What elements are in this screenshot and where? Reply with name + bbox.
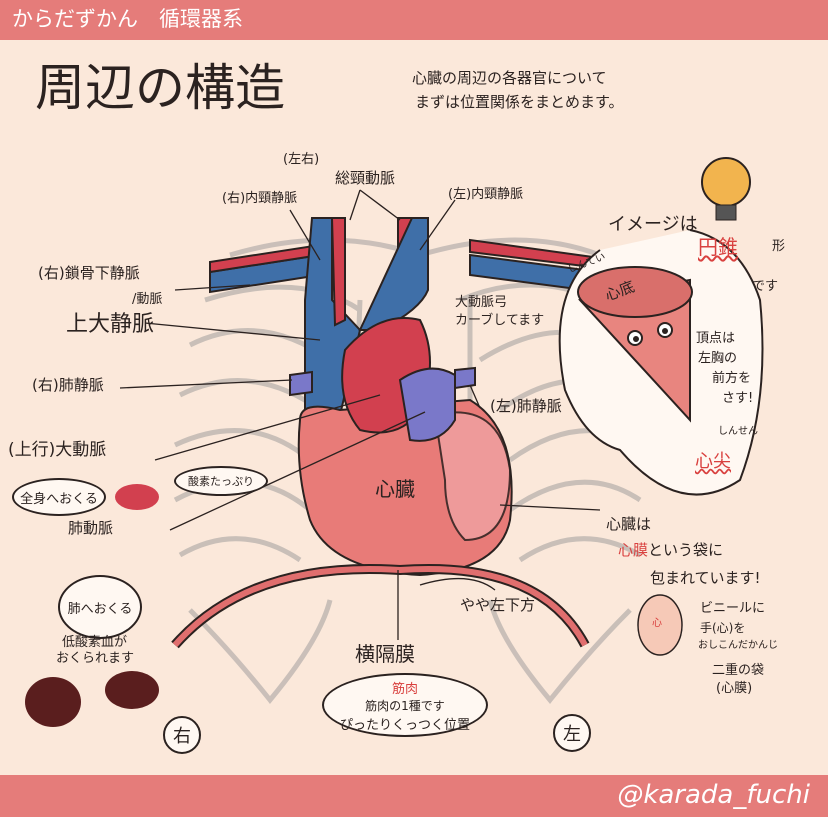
pericardium-line-1: 心臓は <box>606 515 652 533</box>
label-lower-left: やや左下方 <box>460 596 536 614</box>
mascots <box>25 484 683 727</box>
pericardium-line-2: 心膜という袋に <box>618 541 724 559</box>
right-marker: 右 <box>163 716 201 754</box>
cone-image-is: イメージは <box>608 214 698 235</box>
bubble-oxygen-rich: 酸素たっぷり <box>174 466 268 496</box>
label-common-carotid: 総頸動脈 <box>335 169 396 187</box>
leader-lines <box>119 189 601 640</box>
lightbulb-icon <box>701 157 751 221</box>
apex-note-4: さす! <box>722 391 754 406</box>
cone-term: 円錐 <box>698 235 738 259</box>
to-lungs-text: 肺へおくる <box>67 601 133 617</box>
cone-apex: 心尖 <box>695 451 731 472</box>
double-bag-line-1: 二重の袋 <box>712 663 765 678</box>
to-body-text: 全身へおくる <box>20 491 98 507</box>
label-l-pulmonary-vein: (左)肺静脈 <box>490 397 562 415</box>
apex-note-1: 頂点は <box>696 331 736 346</box>
label-ascending-aorta: (上行)大動脈 <box>8 440 107 460</box>
label-r-subclavian-vein: (右)鎖骨下静脈 <box>38 264 140 282</box>
header-title: からだずかん 循環器系 <box>12 7 243 31</box>
heart <box>297 317 513 577</box>
muscle-highlight: 筋肉 <box>391 681 418 697</box>
subtitle-line-1: 心臓の周辺の各器官について <box>412 69 607 87</box>
header-band <box>0 0 828 40</box>
diaphragm-note-line-1: 筋肉 <box>392 678 418 697</box>
cone-shape: 形 <box>772 239 786 254</box>
label-r-subclavian-artery: /動脈 <box>132 292 163 307</box>
pericardium-analogy-inner: 心 <box>652 618 662 629</box>
label-svc: 上大静脈 <box>66 312 155 337</box>
apex-note-2: 左胸の <box>698 351 738 366</box>
oxygen-rich-text: 酸素たっぷり <box>188 475 254 488</box>
pericardium-line-3: 包まれています! <box>650 569 761 587</box>
label-heart: 心臓 <box>375 477 415 501</box>
left-marker: 左 <box>553 714 591 752</box>
bubble-diaphragm-note: 筋肉 筋肉の1種です ぴったりくっつく位置 <box>322 673 488 737</box>
cone-desu: です <box>752 279 779 294</box>
low-oxygen-line-1: 低酸素血が <box>62 635 128 650</box>
page-title: 周辺の構造 <box>35 59 285 117</box>
label-r-internal-jugular: (右)内頸静脈 <box>222 191 298 206</box>
double-bag-line-2: (心膜) <box>716 681 753 696</box>
author-handle: @karada_fuchi <box>617 780 810 810</box>
analogy-line-2: 手(心)を <box>700 621 746 635</box>
analogy-line-3: おしこんだかんじ <box>698 640 778 651</box>
low-oxygen-line-2: おくられます <box>56 651 135 666</box>
cone-bubble <box>558 229 764 496</box>
apex-note-3: 前方を <box>712 371 752 386</box>
bubble-to-lungs: 肺へおくる <box>58 575 142 639</box>
label-l-internal-jugular: (左)内頸静脈 <box>448 187 524 202</box>
footer-band <box>0 775 828 817</box>
label-diaphragm: 横隔膜 <box>355 642 415 666</box>
analogy-line-1: ビニールに <box>700 601 766 616</box>
label-aortic-arch-note: カーブしてます <box>455 313 545 328</box>
label-r-pulmonary-vein: (右)肺静脈 <box>32 376 104 394</box>
pericardium-term: 心膜 <box>618 541 649 559</box>
label-aortic-arch: 大動脈弓 <box>455 295 508 310</box>
subtitle-line-2: まずは位置関係をまとめます。 <box>415 93 624 111</box>
bubble-to-body: 全身へおくる <box>12 478 106 516</box>
pericardium-line-2-text: という袋に <box>648 541 724 559</box>
label-pulmonary-artery: 肺動脈 <box>68 519 114 537</box>
diaphragm-note-line-2: ぴったりくっつく位置 <box>339 717 470 733</box>
label-left-right: (左右) <box>283 152 320 167</box>
cone-apex-reading: しんせん <box>718 426 758 437</box>
diaphragm-note-line-1-full: 筋肉の1種です <box>365 698 445 713</box>
